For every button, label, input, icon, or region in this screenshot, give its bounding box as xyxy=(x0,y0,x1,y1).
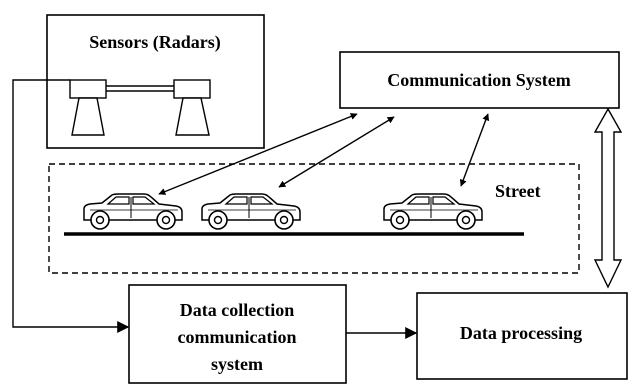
car-icon xyxy=(201,193,301,230)
sensors-label: Sensors (Radars) xyxy=(89,32,221,53)
car-icon xyxy=(383,193,483,230)
communication-system-label: Communication System xyxy=(387,70,571,90)
arrow-comm-to-car-3 xyxy=(459,113,490,187)
double-arrow-comm-processing xyxy=(593,107,623,289)
sensors-box: Sensors (Radars) xyxy=(46,14,265,149)
data-collection-box: Data collection communication system xyxy=(128,284,347,384)
data-collection-line-2: communication xyxy=(178,327,297,347)
street-label: Street xyxy=(495,181,541,201)
data-collection-line-1: Data collection xyxy=(180,300,294,320)
arrow-comm-to-car-2 xyxy=(278,116,395,188)
data-collection-line-3: system xyxy=(211,354,263,374)
data-processing-label: Data processing xyxy=(460,323,582,343)
arrow-sensors-to-data-collection xyxy=(12,79,130,333)
cars xyxy=(83,193,483,230)
communication-system-box: Communication System xyxy=(339,51,620,109)
car-icon xyxy=(83,193,183,230)
data-processing-box: Data processing xyxy=(416,292,628,380)
